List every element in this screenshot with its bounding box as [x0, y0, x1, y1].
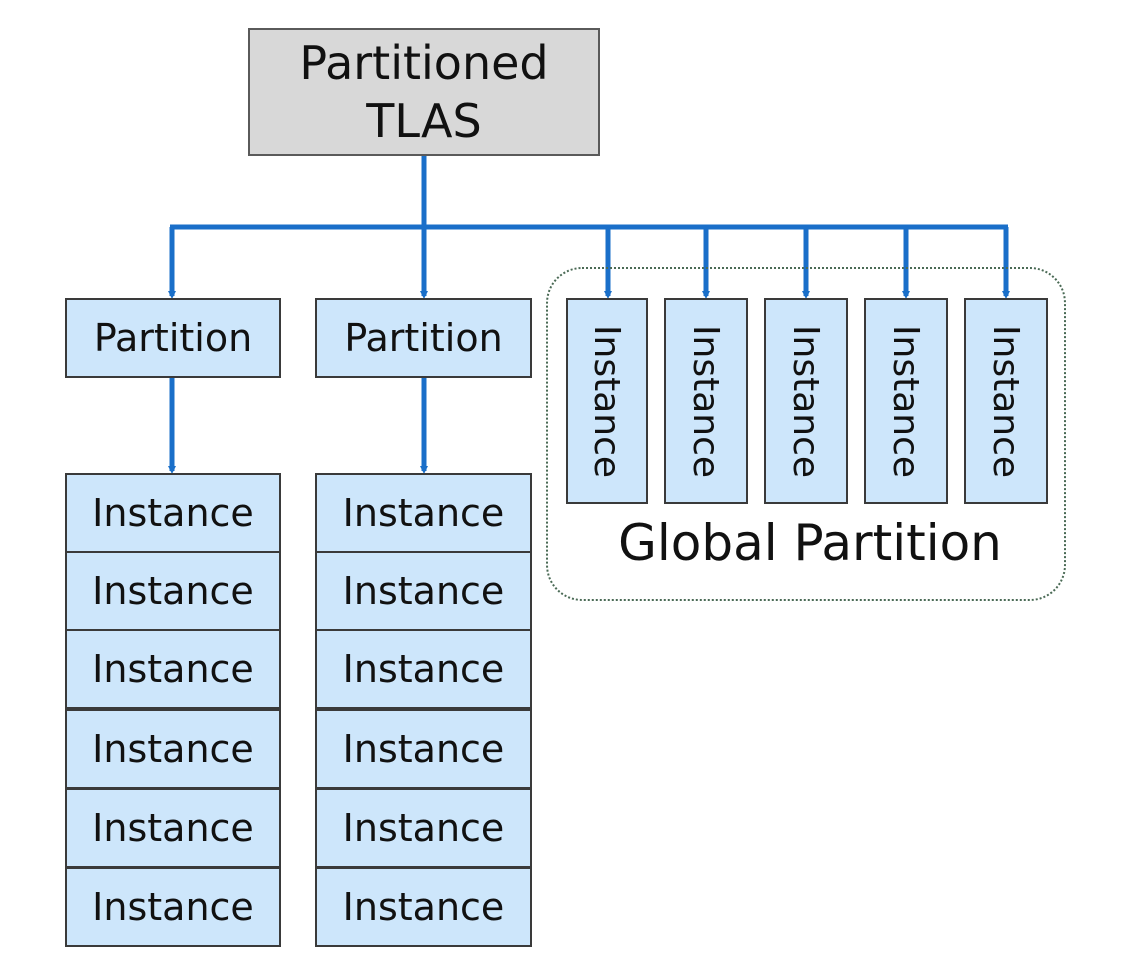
global-instance: Instance: [764, 298, 848, 504]
partition-2-instance: Instance: [315, 709, 532, 789]
partition-1-box: Partition: [65, 298, 281, 378]
global-instance-label: Instance: [685, 324, 727, 478]
global-instance: Instance: [964, 298, 1048, 504]
partition-2-instance: Instance: [315, 473, 532, 553]
partition-2-instance: Instance: [315, 551, 532, 631]
partition-1-instance: Instance: [65, 551, 281, 631]
global-instance-label: Instance: [586, 324, 628, 478]
partition-1-instance: Instance: [65, 788, 281, 868]
partition-1-instance: Instance: [65, 629, 281, 709]
partition-1-instance: Instance: [65, 473, 281, 553]
root-tlas-box: Partitioned TLAS: [248, 28, 600, 156]
global-instance-label: Instance: [785, 324, 827, 478]
partition-1-instance: Instance: [65, 867, 281, 947]
global-partition-frame: [546, 267, 1066, 601]
global-instance-label: Instance: [885, 324, 927, 478]
root-title-line-2: TLAS: [366, 94, 482, 148]
partition-2-instance: Instance: [315, 629, 532, 709]
global-instance: Instance: [664, 298, 748, 504]
root-title-line-1: Partitioned: [299, 36, 549, 90]
partition-2-instance: Instance: [315, 788, 532, 868]
global-partition-label: Global Partition: [618, 514, 1002, 572]
partition-2-box: Partition: [315, 298, 532, 378]
global-instance-label: Instance: [985, 324, 1027, 478]
partition-2-instance: Instance: [315, 867, 532, 947]
partition-1-instance: Instance: [65, 709, 281, 789]
global-instance: Instance: [566, 298, 648, 504]
global-instance: Instance: [864, 298, 948, 504]
